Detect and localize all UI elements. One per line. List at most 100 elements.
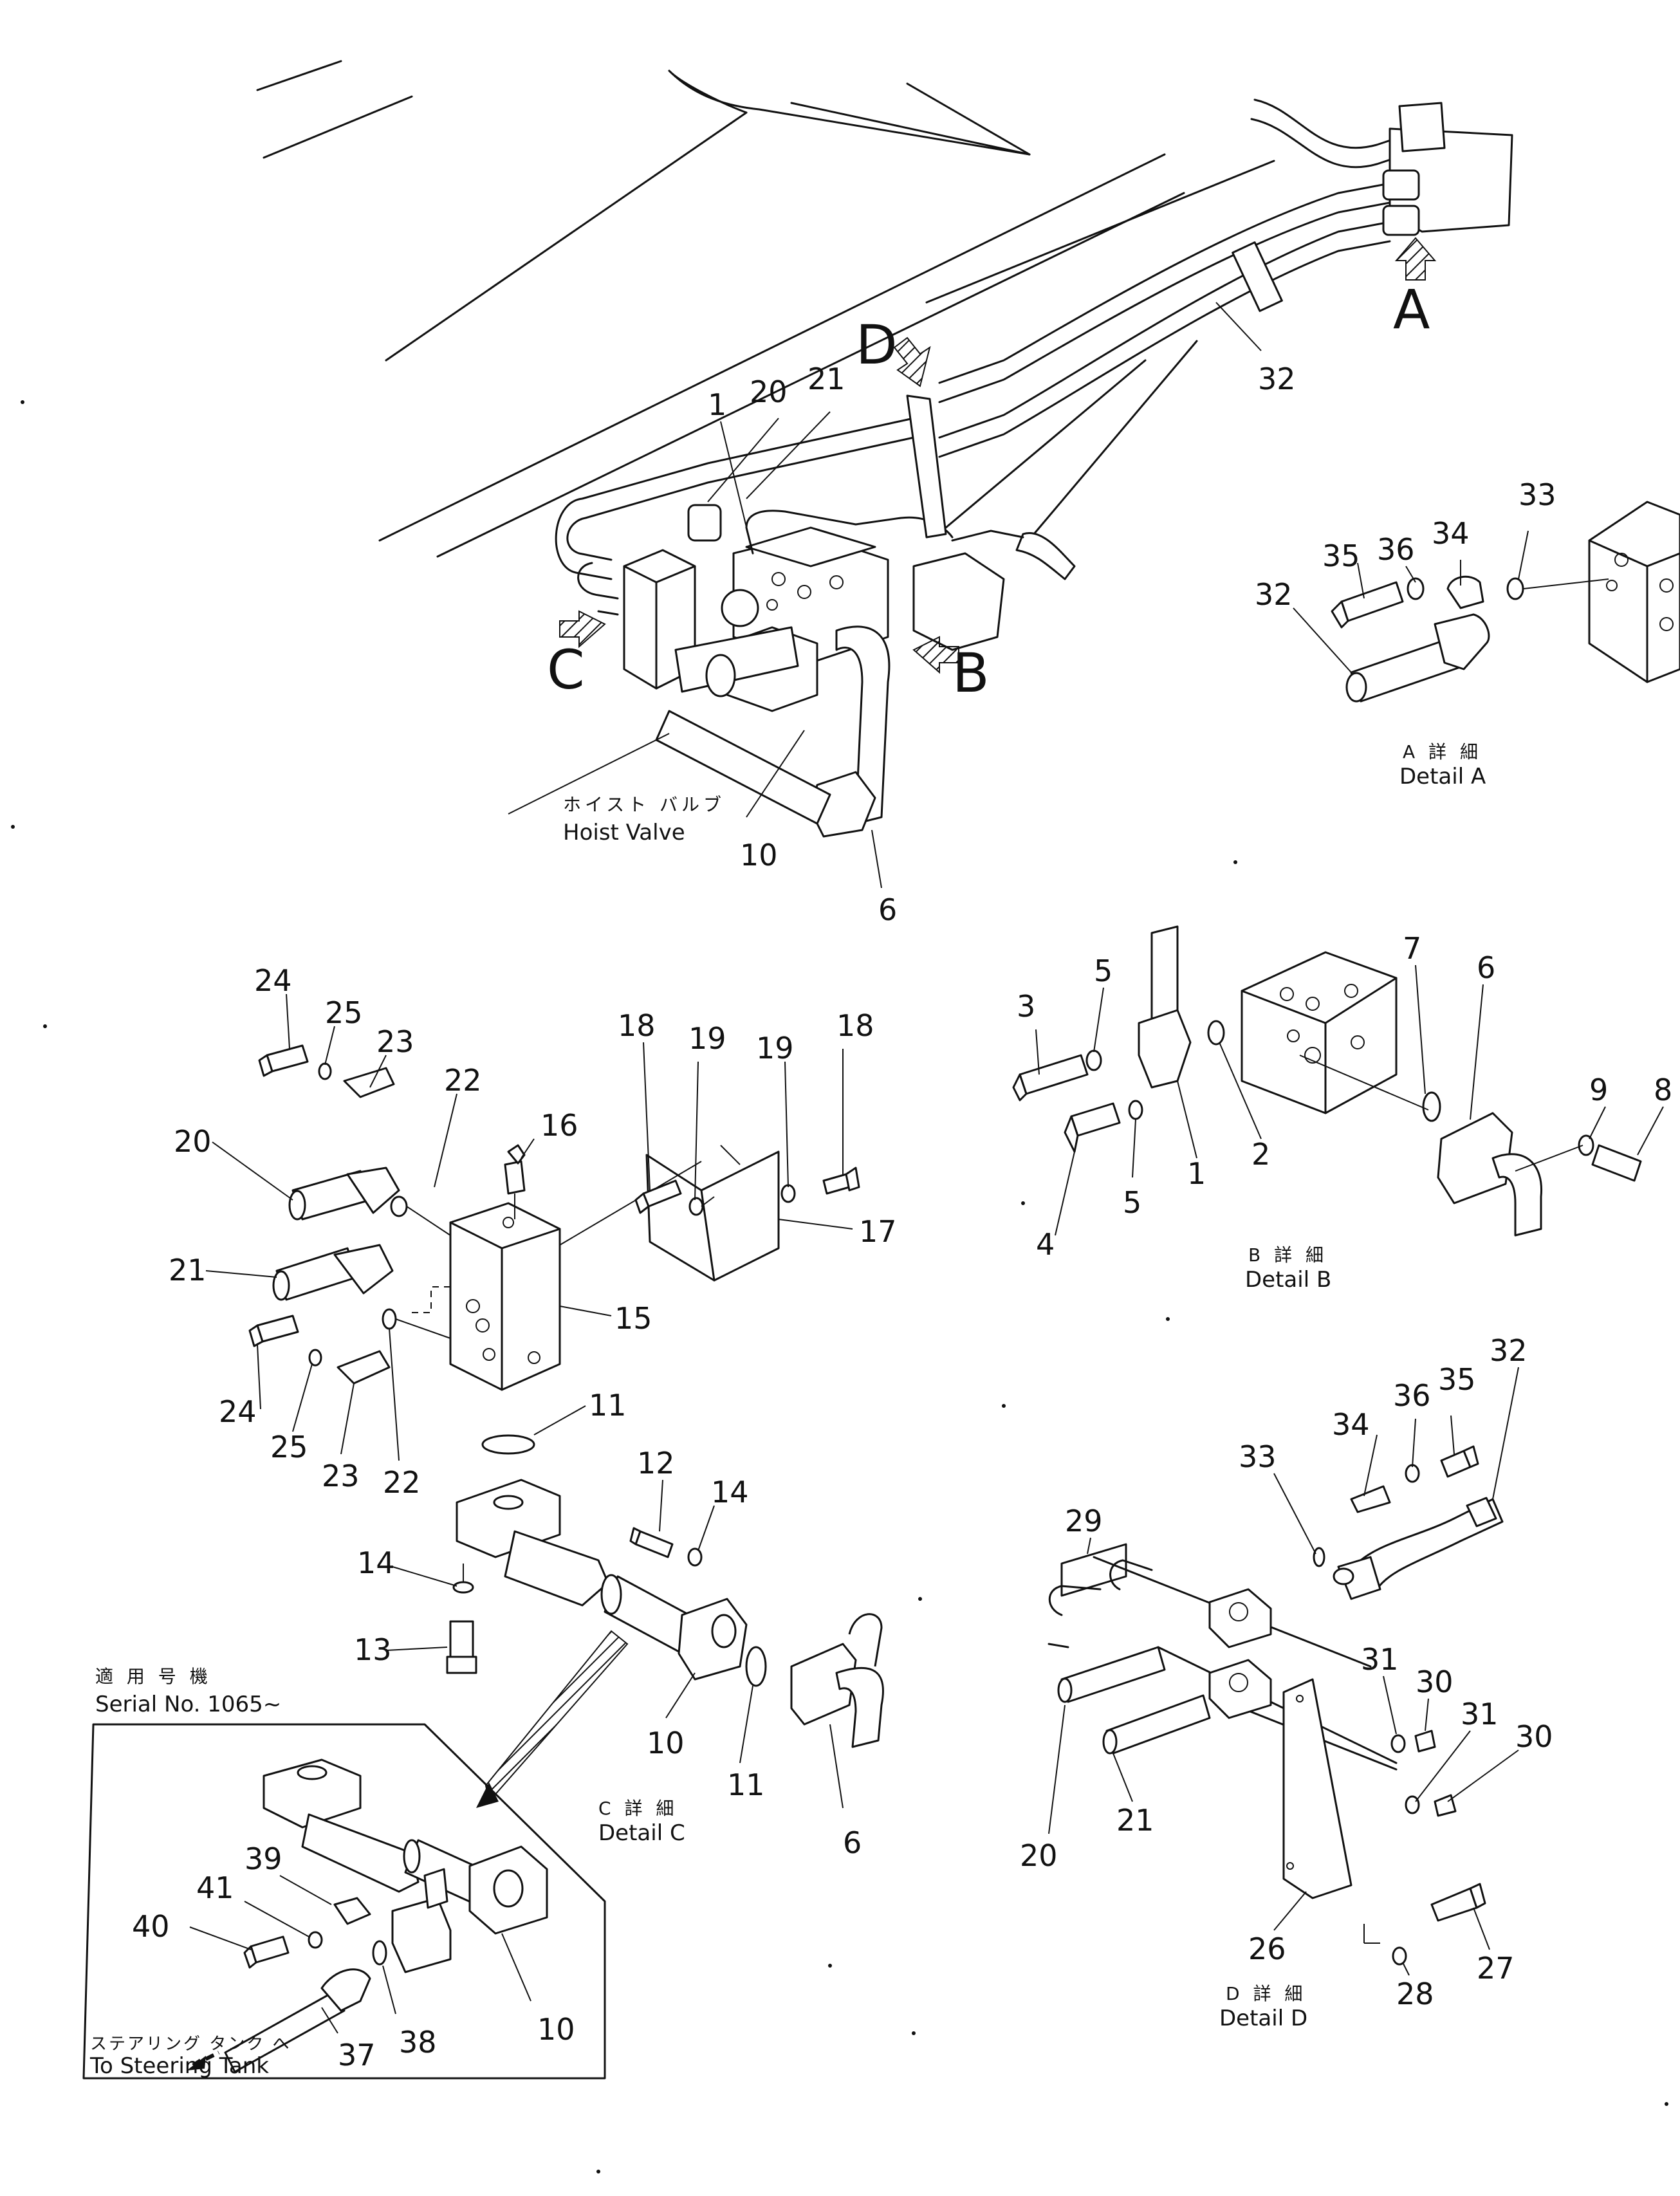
detail-a-callout-35: 35 — [1322, 539, 1360, 573]
detail-b-callout-7: 7 — [1403, 931, 1421, 966]
detail-c-callout-25b: 25 — [270, 1430, 308, 1464]
detail-b-view: 3 5 7 6 9 8 4 5 1 2 B 詳 細 Detail B — [1012, 925, 1672, 1293]
detail-c-callout-18: 18 — [618, 1008, 656, 1043]
detail-a-callout-36: 36 — [1377, 532, 1415, 567]
detail-c-callout-12: 12 — [637, 1446, 675, 1481]
detail-a-jp-label: A 詳 細 — [1403, 741, 1482, 762]
detail-c-callout-25: 25 — [325, 995, 363, 1030]
detail-arrow-D: D — [856, 313, 931, 387]
detail-c-callout-24b: 24 — [219, 1394, 257, 1429]
detail-letter-a: A — [1393, 278, 1430, 341]
hoist-valve-jp-label: ホイスト バルブ — [563, 794, 725, 815]
detail-d-callout-31: 31 — [1361, 1642, 1399, 1677]
detail-d-en-label: Detail D — [1219, 2006, 1307, 2031]
detail-b-callout-6: 6 — [1477, 950, 1495, 985]
serial-callout-40: 40 — [132, 1909, 170, 1944]
detail-d-callout-36: 36 — [1393, 1378, 1431, 1413]
detail-a-en-label: Detail A — [1399, 764, 1486, 789]
detail-a-callout-33: 33 — [1518, 477, 1556, 512]
main-hoses-32 — [938, 98, 1513, 458]
main-assembly-view: A B C D 1 20 21 32 10 6 ホイ — [256, 60, 1513, 927]
serial-inset-frame — [82, 1723, 606, 2080]
detail-c-callout-20: 20 — [174, 1124, 212, 1159]
serial-callout-41: 41 — [196, 1870, 234, 1905]
detail-b-callout-1: 1 — [1187, 1156, 1206, 1191]
detail-letter-d: D — [856, 313, 898, 376]
steering-tank-jp-label: ステアリング タンク へ — [90, 2035, 291, 2054]
serial-en-label: Serial No. 1065~ — [95, 1692, 281, 1717]
detail-arrow-A: A — [1393, 237, 1437, 341]
callout-21: 21 — [808, 362, 845, 396]
detail-b-callout-5: 5 — [1094, 954, 1112, 988]
serial-callout-37: 37 — [338, 2038, 376, 2072]
detail-d-callout-34: 34 — [1332, 1407, 1370, 1442]
callout-20: 20 — [750, 374, 788, 409]
detail-d-callout-28: 28 — [1396, 1977, 1434, 2011]
serial-callout-10: 10 — [537, 2012, 575, 2047]
detail-letter-b: B — [952, 641, 990, 705]
steering-tank-en-label: To Steering Tank — [89, 2053, 269, 2079]
callout-1: 1 — [708, 387, 726, 422]
main-leaders — [508, 302, 1262, 889]
detail-c-callout-10: 10 — [647, 1726, 685, 1760]
detail-b-callout-3: 3 — [1017, 989, 1035, 1024]
detail-c-callout-11b: 11 — [727, 1767, 765, 1802]
detail-d-callout-20: 20 — [1020, 1838, 1058, 1873]
detail-b-jp-label: B 詳 細 — [1248, 1244, 1327, 1266]
detail-c-view: 24 25 23 22 16 18 19 19 18 20 17 21 15 2… — [169, 963, 897, 1860]
detail-b-callout-4: 4 — [1036, 1227, 1055, 1262]
detail-c-callout-17: 17 — [859, 1214, 897, 1249]
hoist-valve-assembly — [623, 394, 1076, 838]
callout-32: 32 — [1258, 362, 1296, 396]
detail-d-callout-30b: 30 — [1515, 1719, 1553, 1754]
frame-outline — [256, 60, 1275, 558]
detail-d-jp-label: D 詳 細 — [1226, 1983, 1306, 2004]
callout-6: 6 — [878, 892, 897, 927]
detail-d-view: 32 36 35 34 33 29 31 30 31 30 20 21 26 2… — [1020, 1333, 1553, 2031]
detail-d-callout-32: 32 — [1490, 1333, 1528, 1368]
callout-10: 10 — [740, 838, 778, 872]
detail-d-callout-26: 26 — [1248, 1932, 1286, 1966]
detail-d-callout-27: 27 — [1477, 1951, 1515, 1986]
detail-c-callout-23b: 23 — [322, 1459, 360, 1493]
detail-c-callout-14: 14 — [711, 1475, 749, 1509]
detail-c-callout-24: 24 — [254, 963, 292, 998]
detail-d-callout-30: 30 — [1416, 1665, 1454, 1699]
serial-callout-38: 38 — [399, 2025, 437, 2060]
detail-c-callout-19: 19 — [688, 1021, 726, 1056]
detail-arrow-B: B — [912, 636, 990, 705]
detail-c-callout-23: 23 — [376, 1024, 414, 1059]
detail-c-callout-16: 16 — [540, 1108, 578, 1143]
detail-b-callout-5b: 5 — [1123, 1185, 1141, 1220]
detail-d-callout-35: 35 — [1438, 1362, 1476, 1397]
detail-c-callout-11: 11 — [589, 1388, 627, 1423]
detail-a-view: 35 36 34 33 32 A 詳 細 Detail A — [1255, 477, 1680, 789]
detail-arrow-C: C — [547, 610, 606, 701]
serial-callout-39: 39 — [245, 1841, 282, 1876]
detail-b-callout-2: 2 — [1251, 1137, 1270, 1172]
serial-inset: 適 用 号 機 Serial No. 1065~ 39 41 40 10 38 — [82, 1666, 606, 2080]
detail-letter-c: C — [547, 638, 585, 701]
main-pipes-20-21 — [555, 417, 915, 616]
detail-b-callout-9: 9 — [1589, 1073, 1608, 1107]
detail-c-en-label: Detail C — [598, 1820, 685, 1846]
detail-c-callout-14b: 14 — [357, 1546, 395, 1580]
detail-c-callout-13: 13 — [354, 1632, 392, 1667]
detail-c-callout-18b: 18 — [836, 1008, 874, 1043]
detail-c-callout-22: 22 — [444, 1063, 482, 1098]
serial-jp-label: 適 用 号 機 — [95, 1666, 212, 1687]
detail-a-callout-34: 34 — [1432, 516, 1470, 551]
scan-specks — [11, 400, 1668, 2173]
detail-d-callout-33: 33 — [1239, 1439, 1277, 1474]
detail-a-callout-32: 32 — [1255, 577, 1293, 612]
detail-c-jp-label: C 詳 細 — [598, 1798, 678, 1819]
detail-c-callout-6: 6 — [843, 1825, 862, 1860]
detail-b-en-label: Detail B — [1245, 1267, 1331, 1293]
detail-c-callout-15: 15 — [614, 1301, 652, 1336]
detail-d-callout-21: 21 — [1116, 1803, 1154, 1838]
detail-c-callout-19b: 19 — [756, 1031, 794, 1066]
detail-c-callout-22b: 22 — [383, 1465, 421, 1500]
detail-d-callout-31b: 31 — [1461, 1697, 1499, 1731]
hoist-valve-en-label: Hoist Valve — [563, 820, 685, 845]
